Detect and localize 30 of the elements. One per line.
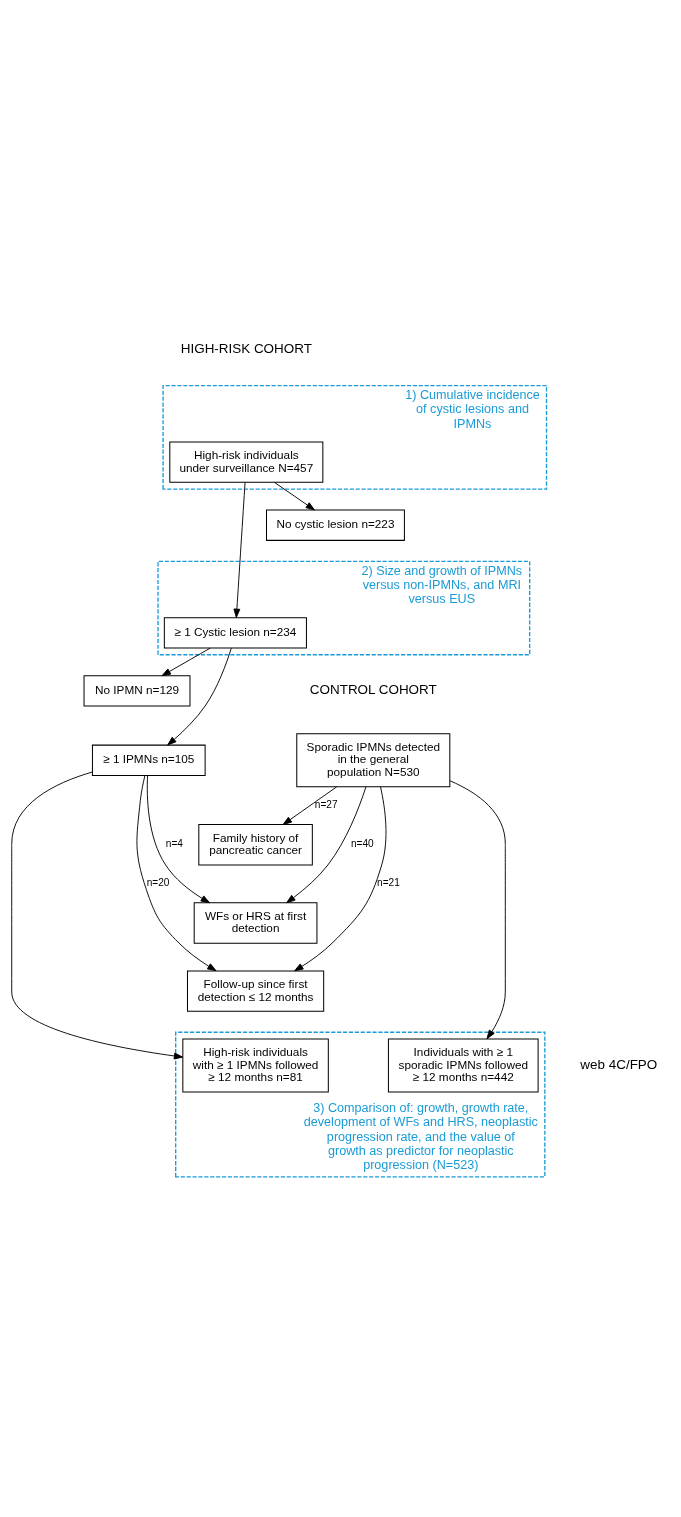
node-box: ≥ 1 Cystic lesion n=234 [163, 616, 307, 648]
edge-label: n=40 [351, 837, 374, 849]
arrow [11, 771, 184, 1059]
label: CONTROL COHORT [309, 681, 437, 697]
node-box: No cystic lesion n=223 [266, 509, 405, 541]
node-box: Individuals with ≥ 1 sporadic IPMNs followed ≥ 12 months n=442 [387, 1038, 539, 1092]
label: HIGH-RISK COHORT [180, 340, 312, 356]
arrow [136, 774, 217, 971]
arrow [274, 481, 315, 510]
label: web 4C/FPO [580, 1056, 658, 1072]
node-box: High-risk individuals under surveillance N=457 [169, 441, 324, 483]
arrow [167, 647, 232, 745]
node-box: Follow-up since first detection ≤ 12 months [186, 969, 325, 1012]
arrow [161, 647, 211, 676]
arrow [294, 785, 387, 971]
arrow [282, 785, 338, 825]
edge-label: n=20 [146, 876, 170, 888]
arrow [449, 779, 506, 1039]
node-box: ≥ 1 IPMNs n=105 [91, 744, 206, 776]
edge-label: n=27 [314, 798, 338, 810]
node-box: No IPMN n=129 [83, 674, 191, 707]
edge-label: n=21 [377, 876, 400, 888]
arrow [286, 785, 367, 903]
arrow [146, 774, 210, 903]
arrow [233, 481, 246, 618]
node-box: High-risk individuals with ≥ 1 IPMNs followed ≥ 12 months n=81 [182, 1038, 329, 1092]
node-box: WFs or HRS at first detection [193, 901, 318, 944]
edge-label: n=4 [165, 837, 183, 849]
node-box: Family history of pancreatic cancer [198, 823, 313, 865]
node-box: Sporadic IPMNs detected in the general population N=530 [296, 732, 451, 787]
